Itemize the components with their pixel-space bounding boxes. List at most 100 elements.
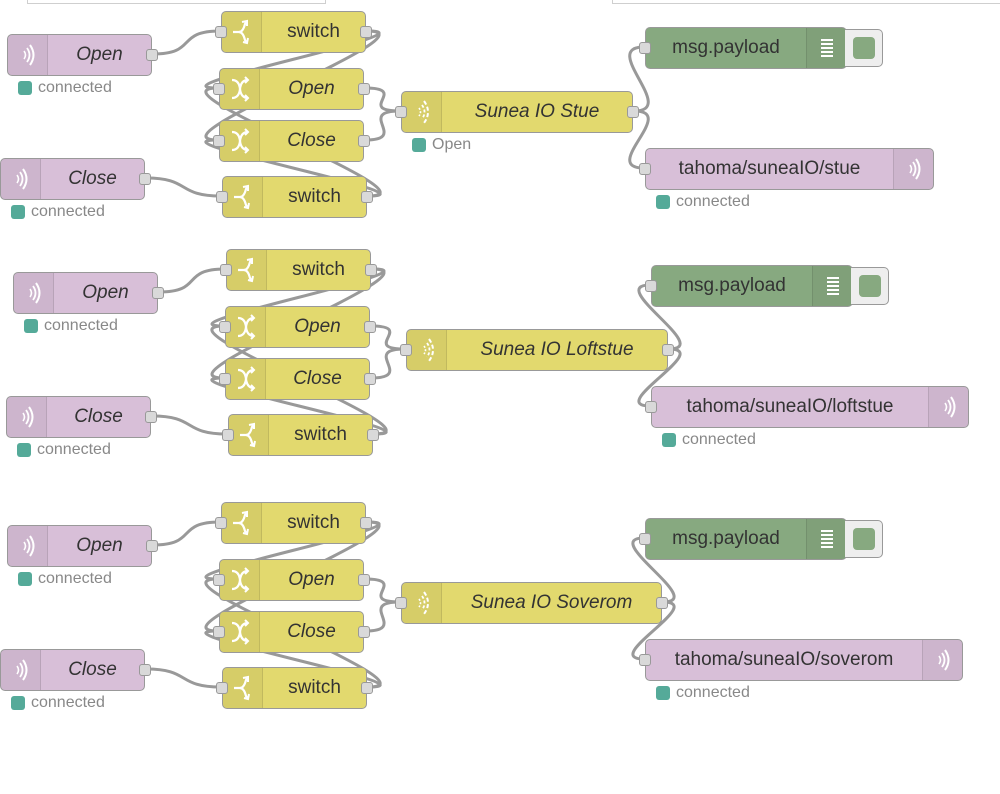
switch-node[interactable]: switch xyxy=(215,502,372,544)
debug-toggle-button[interactable] xyxy=(851,267,889,305)
input-port[interactable] xyxy=(639,42,651,54)
input-port[interactable] xyxy=(395,597,407,609)
output-port[interactable] xyxy=(139,173,151,185)
status-text: connected xyxy=(31,694,105,711)
output-port[interactable] xyxy=(139,664,151,676)
input-port[interactable] xyxy=(645,401,657,413)
wire[interactable] xyxy=(158,267,226,294)
output-port[interactable] xyxy=(627,106,639,118)
input-port[interactable] xyxy=(219,321,231,333)
change-icon xyxy=(220,121,260,161)
node-label: Close xyxy=(68,659,117,680)
node-label: Open xyxy=(76,535,123,556)
change-open-node[interactable]: Open xyxy=(213,68,370,110)
mqtt-out-node[interactable]: tahoma/suneaIO/stue xyxy=(639,148,934,190)
debug-node[interactable]: msg.payload xyxy=(639,27,847,69)
mqtt-in-close-node[interactable]: Close xyxy=(0,158,151,200)
mqtt-out-node[interactable]: tahoma/suneaIO/soverom xyxy=(639,639,963,681)
output-port[interactable] xyxy=(145,411,157,423)
node-label: tahoma/suneaIO/soverom xyxy=(674,649,894,670)
output-port[interactable] xyxy=(358,135,370,147)
input-port[interactable] xyxy=(216,191,228,203)
output-port[interactable] xyxy=(146,49,158,61)
input-port[interactable] xyxy=(639,533,651,545)
mqtt-in-open-node[interactable]: Open xyxy=(13,272,164,314)
node-label: switch xyxy=(288,186,341,207)
wire[interactable] xyxy=(152,29,221,56)
output-port[interactable] xyxy=(358,83,370,95)
mqtt-in-close-node[interactable]: Close xyxy=(6,396,157,438)
input-port[interactable] xyxy=(395,106,407,118)
node-status: connected xyxy=(11,694,105,712)
debug-node[interactable]: msg.payload xyxy=(639,518,847,560)
output-port[interactable] xyxy=(358,626,370,638)
mqtt-in-open-node[interactable]: Open xyxy=(7,525,158,567)
sunea-io-node[interactable]: Sunea IO Stue xyxy=(395,91,639,133)
status-dot-icon xyxy=(24,319,38,333)
sunea-io-node[interactable]: Sunea IO Loftstue xyxy=(400,329,674,371)
input-port[interactable] xyxy=(639,654,651,666)
bridge-icon xyxy=(928,387,968,427)
output-port[interactable] xyxy=(364,321,376,333)
list-icon xyxy=(806,519,846,559)
switch-icon xyxy=(229,415,269,455)
status-text: connected xyxy=(676,193,750,210)
io-wave-icon xyxy=(407,330,447,370)
input-port[interactable] xyxy=(222,429,234,441)
input-port[interactable] xyxy=(220,264,232,276)
node-label: Close xyxy=(293,368,342,389)
input-port[interactable] xyxy=(215,26,227,38)
switch-icon xyxy=(222,503,262,543)
node-label: switch xyxy=(287,512,340,533)
mqtt-out-node[interactable]: tahoma/suneaIO/loftstue xyxy=(645,386,969,428)
status-dot-icon xyxy=(11,696,25,710)
change-open-node[interactable]: Open xyxy=(213,559,370,601)
output-port[interactable] xyxy=(656,597,668,609)
node-status: connected xyxy=(662,431,756,449)
status-text: connected xyxy=(37,441,111,458)
input-port[interactable] xyxy=(213,626,225,638)
output-port[interactable] xyxy=(364,373,376,385)
change-close-node[interactable]: Close xyxy=(213,120,370,162)
wire[interactable] xyxy=(152,520,221,547)
change-open-node[interactable]: Open xyxy=(219,306,376,348)
output-port[interactable] xyxy=(152,287,164,299)
wire[interactable] xyxy=(145,667,222,689)
status-text: connected xyxy=(38,570,112,587)
output-port[interactable] xyxy=(367,429,379,441)
output-port[interactable] xyxy=(365,264,377,276)
output-port[interactable] xyxy=(361,191,373,203)
debug-toggle-button[interactable] xyxy=(845,29,883,67)
debug-node[interactable]: msg.payload xyxy=(645,265,853,307)
input-port[interactable] xyxy=(213,83,225,95)
output-port[interactable] xyxy=(360,517,372,529)
output-port[interactable] xyxy=(358,574,370,586)
output-port[interactable] xyxy=(662,344,674,356)
output-port[interactable] xyxy=(146,540,158,552)
output-port[interactable] xyxy=(361,682,373,694)
change-icon xyxy=(220,69,260,109)
input-port[interactable] xyxy=(213,574,225,586)
switch-node[interactable]: switch xyxy=(220,249,377,291)
switch-node[interactable]: switch xyxy=(216,667,373,709)
wire[interactable] xyxy=(145,176,222,198)
sunea-io-node[interactable]: Sunea IO Soverom xyxy=(395,582,668,624)
input-port[interactable] xyxy=(216,682,228,694)
switch-node[interactable]: switch xyxy=(216,176,373,218)
node-label: Close xyxy=(287,621,336,642)
input-port[interactable] xyxy=(219,373,231,385)
input-port[interactable] xyxy=(215,517,227,529)
switch-node[interactable]: switch xyxy=(222,414,379,456)
input-port[interactable] xyxy=(213,135,225,147)
mqtt-in-close-node[interactable]: Close xyxy=(0,649,151,691)
input-port[interactable] xyxy=(639,163,651,175)
mqtt-in-open-node[interactable]: Open xyxy=(7,34,158,76)
output-port[interactable] xyxy=(360,26,372,38)
change-close-node[interactable]: Close xyxy=(213,611,370,653)
wire[interactable] xyxy=(151,414,228,436)
input-port[interactable] xyxy=(645,280,657,292)
debug-toggle-button[interactable] xyxy=(845,520,883,558)
input-port[interactable] xyxy=(400,344,412,356)
switch-node[interactable]: switch xyxy=(215,11,372,53)
change-close-node[interactable]: Close xyxy=(219,358,376,400)
